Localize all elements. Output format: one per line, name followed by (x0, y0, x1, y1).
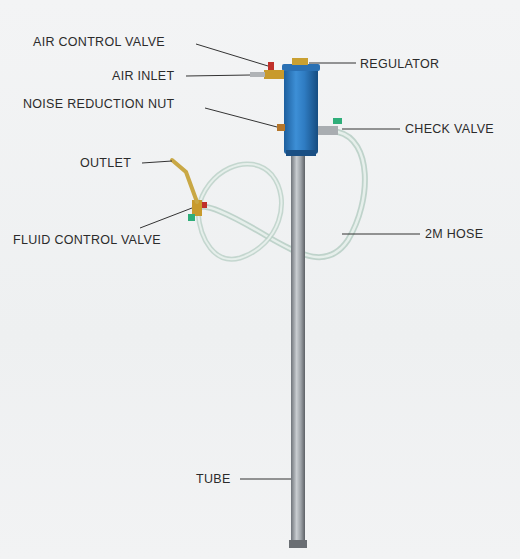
part-label: OUTLET (80, 156, 131, 170)
part-label: CHECK VALVE (405, 122, 494, 136)
part-label: AIR INLET (112, 69, 174, 83)
part-label: REGULATOR (360, 57, 439, 71)
part-label: TUBE (196, 472, 231, 486)
part-label: NOISE REDUCTION NUT (23, 97, 175, 111)
part-label: FLUID CONTROL VALVE (13, 233, 161, 247)
part-label: 2M HOSE (425, 227, 483, 241)
part-label: AIR CONTROL VALVE (33, 35, 165, 49)
